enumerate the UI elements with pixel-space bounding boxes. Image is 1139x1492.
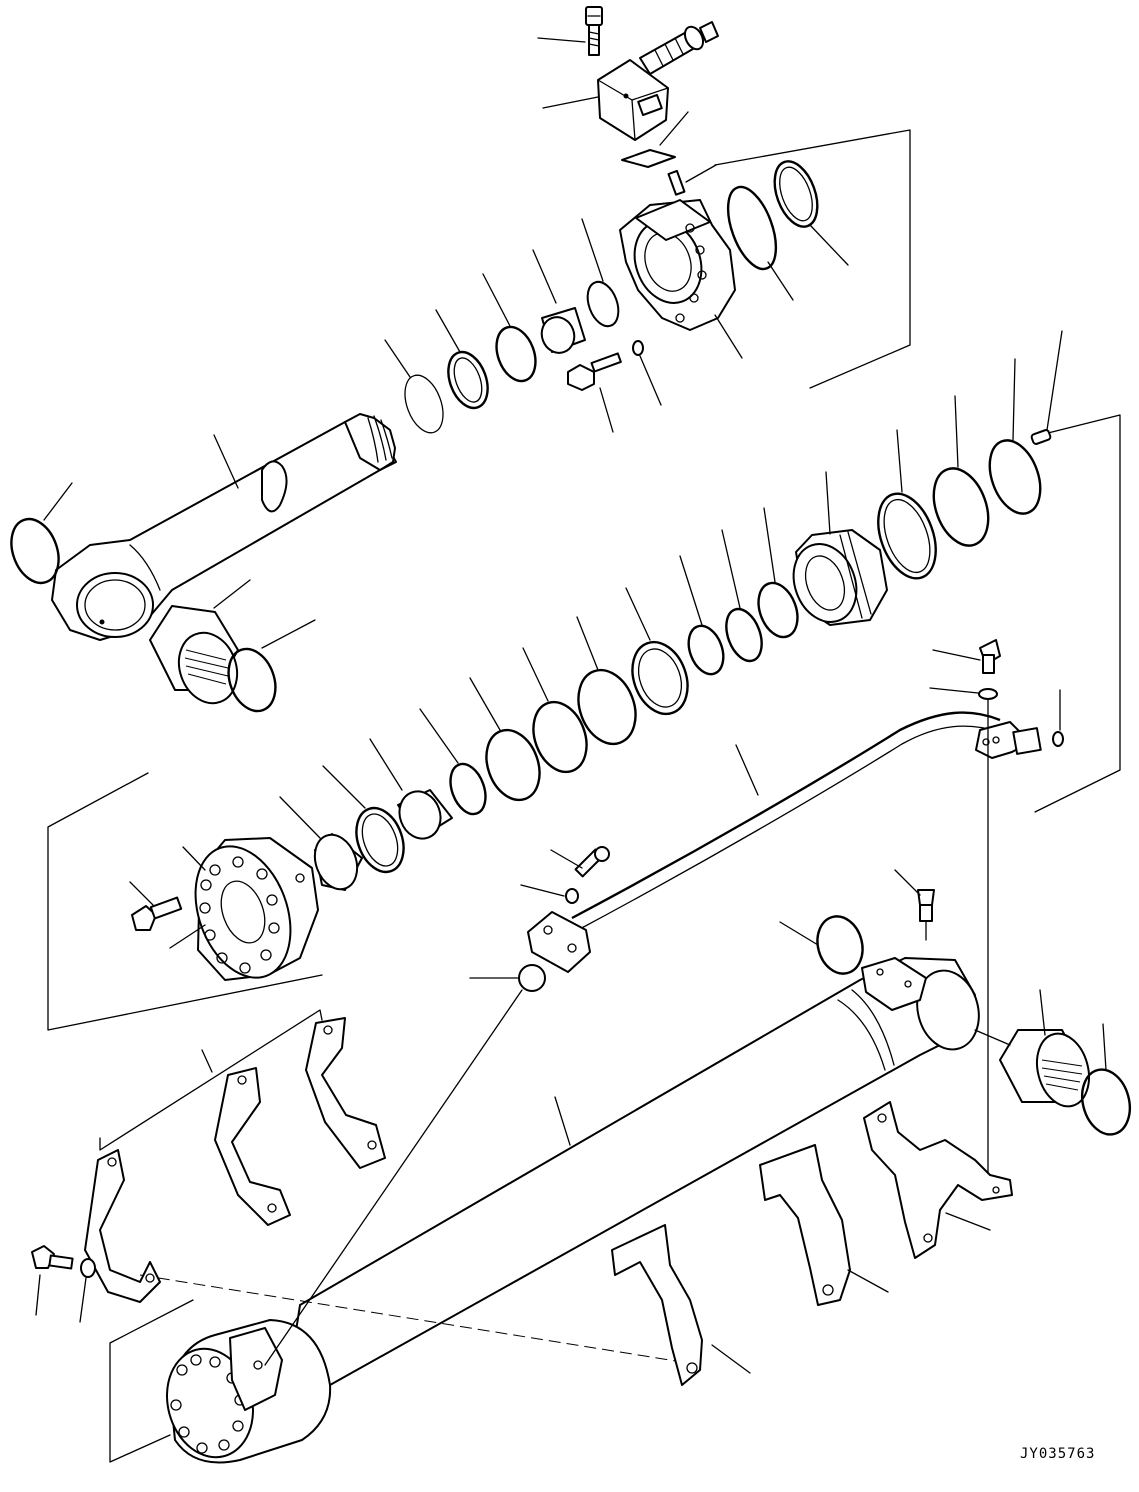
piston-nut-rings: [279, 708, 487, 891]
grease-fitting: [894, 869, 935, 941]
clamp-bolt: [31, 1245, 74, 1316]
pipe-bracket-bolt: [929, 639, 1001, 1176]
head-o-ring: [726, 185, 794, 301]
head-backup-ring: [773, 160, 849, 266]
piston-rod: [51, 413, 397, 641]
piston-group-frame: [1034, 414, 1121, 813]
valve-fitting: [639, 21, 719, 75]
piston-rings: [877, 330, 1063, 580]
pipe-flange: [527, 911, 591, 973]
clamp-group-frame: [99, 1009, 323, 1151]
tube-bushing: [974, 989, 1090, 1108]
tube-bushing-ring: [1080, 1023, 1132, 1136]
head-washer: [632, 340, 662, 406]
rod-end-o-ring: [10, 482, 73, 585]
dowel-pin: [667, 164, 717, 196]
rod-end-ring: [227, 619, 316, 713]
rod-seal-rings: [384, 218, 620, 434]
pipe-clamps: [84, 1017, 1013, 1386]
piston: [792, 471, 888, 626]
cylinder-head: [619, 199, 743, 359]
rod-end-bushing: [149, 579, 251, 705]
tube-group-frame: [109, 1299, 194, 1463]
drawing-code: JY035763: [1020, 1446, 1096, 1462]
piston-nut: [169, 837, 319, 981]
valve-gasket: [621, 111, 689, 168]
pipe-bolt: [550, 846, 610, 878]
head-group-frame: [714, 129, 911, 389]
steel-ball: [264, 964, 546, 1366]
tube-head-bolt: [537, 6, 603, 56]
tube-pipe: [571, 689, 1064, 931]
nut-bolt: [129, 881, 183, 931]
head-bolt: [567, 352, 622, 433]
cushion-plunger: [469, 507, 799, 802]
pipe-washer: [520, 884, 579, 904]
cylinder-tube: [139, 957, 980, 1464]
tube-port-o-ring: [779, 915, 864, 975]
nut-group-frame: [47, 772, 323, 1031]
safety-valve-block: [542, 59, 669, 141]
clamp-washer: [79, 1258, 96, 1323]
